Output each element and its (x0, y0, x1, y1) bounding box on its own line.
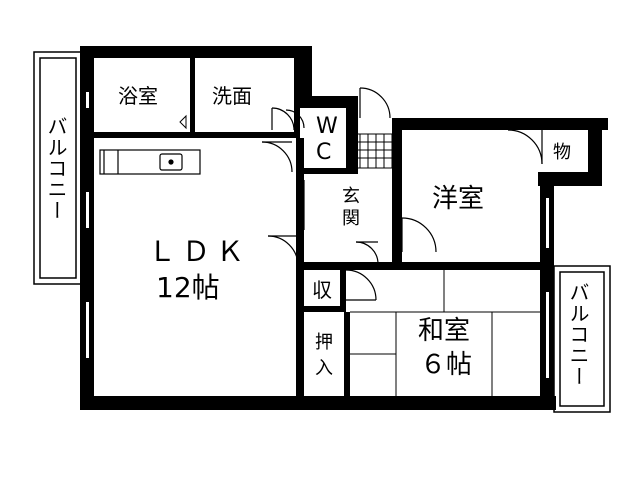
room-label-japanese-size: ６帖 (420, 350, 473, 380)
door-swings (261, 87, 543, 301)
room-label-entrance-2: 関 (342, 208, 360, 229)
interior-walls (94, 58, 540, 396)
balcony-label-left: バルコニー (44, 116, 68, 221)
balcony-label-right: バルコニー (566, 282, 590, 387)
room-label-oshiire-1: 押 (315, 332, 333, 353)
room-label-japanese: 和室 (418, 316, 471, 346)
room-label-wc-c: C (316, 140, 332, 165)
room-label-washroom: 洗面 (212, 84, 252, 108)
room-label-ldk: ＬＤＫ (148, 235, 251, 268)
drain-mark (179, 114, 187, 130)
room-label-entrance-1: 玄 (342, 186, 360, 207)
room-label-bath: 浴室 (118, 84, 158, 108)
kitchen-counter (99, 149, 201, 175)
sliding-doors (297, 180, 305, 390)
windows (83, 90, 551, 380)
room-label-wc-w: W (316, 114, 338, 139)
room-label-oshiire-2: 入 (315, 358, 333, 379)
entrance-tiles (351, 133, 393, 169)
window-gaps (86, 92, 549, 378)
room-label-closet: 収 (312, 278, 332, 302)
tatami-lines (350, 270, 540, 396)
room-label-storage: 物 (553, 142, 571, 163)
room-label-western: 洋室 (432, 184, 485, 214)
room-label-ldk-size: 12帖 (156, 271, 220, 304)
